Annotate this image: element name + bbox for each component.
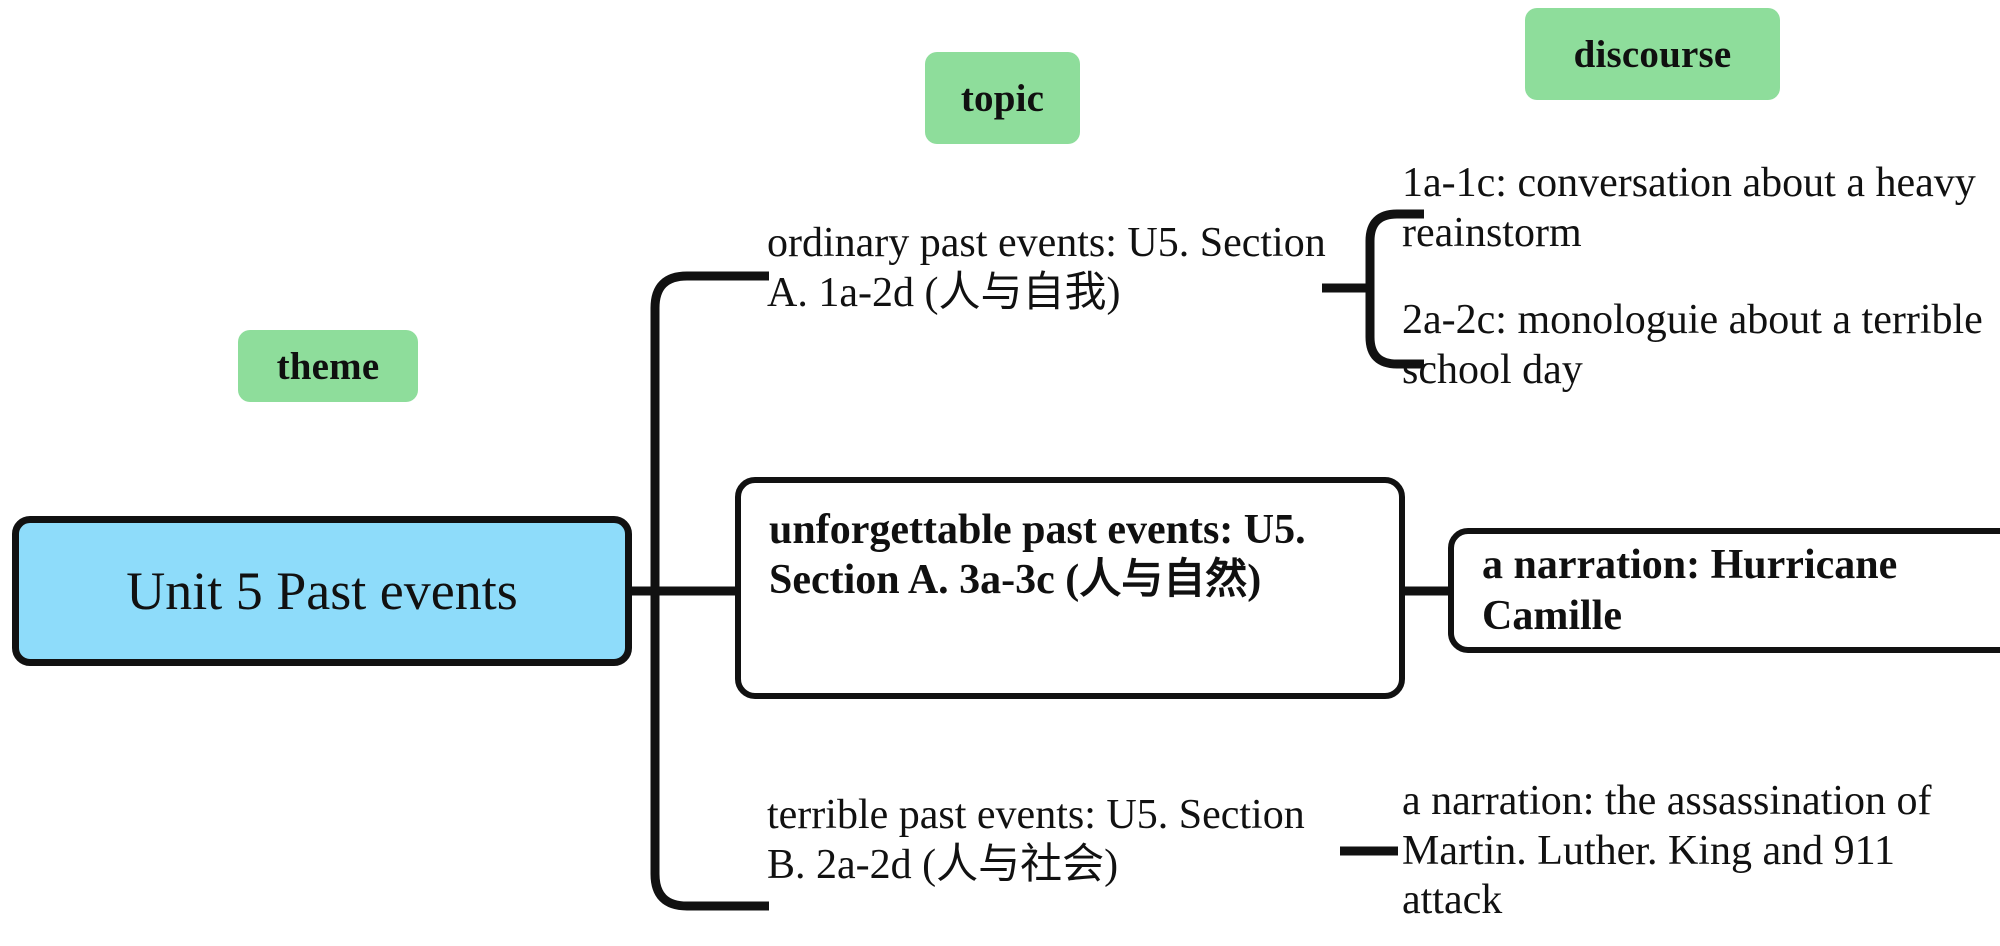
legend-chip-topic-label: topic <box>960 76 1045 120</box>
root-node-unit5[interactable]: Unit 5 Past events <box>12 516 632 666</box>
legend-chip-theme-label: theme <box>276 344 380 388</box>
topic-node-unforgettable-label: unforgettable past events: U5. Section A… <box>769 507 1306 604</box>
topic-node-ordinary[interactable]: ordinary past events: U5. Section A. 1a-… <box>767 219 1327 318</box>
topic-node-terrible[interactable]: terrible past events: U5. Section B. 2a-… <box>767 791 1327 890</box>
discourse-node-1a-1c[interactable]: 1a-1c: conversation about a heavy reains… <box>1402 159 2000 258</box>
legend-chip-discourse-label: discourse <box>1573 32 1732 76</box>
legend-chip-theme: theme <box>238 330 418 402</box>
legend-chip-topic: topic <box>925 52 1080 144</box>
discourse-node-1a-1c-label: 1a-1c: conversation about a heavy reains… <box>1402 160 1976 256</box>
discourse-node-assassination[interactable]: a narration: the assassination of Martin… <box>1402 777 2000 926</box>
discourse-node-hurricane-camille-label: a narration: Hurricane Camille <box>1482 542 1898 639</box>
discourse-node-assassination-label: a narration: the assassination of Martin… <box>1402 778 1932 924</box>
topic-node-unforgettable[interactable]: unforgettable past events: U5. Section A… <box>735 477 1405 699</box>
discourse-node-2a-2c-label: 2a-2c: monologuie about a terrible schoo… <box>1402 297 1983 393</box>
root-node-label: Unit 5 Past events <box>126 561 518 621</box>
discourse-node-2a-2c[interactable]: 2a-2c: monologuie about a terrible schoo… <box>1402 296 2000 395</box>
topic-node-ordinary-label: ordinary past events: U5. Section A. 1a-… <box>767 220 1326 316</box>
discourse-node-hurricane-camille[interactable]: a narration: Hurricane Camille <box>1448 528 2000 653</box>
legend-chip-discourse: discourse <box>1525 8 1780 100</box>
topic-node-terrible-label: terrible past events: U5. Section B. 2a-… <box>767 792 1305 888</box>
